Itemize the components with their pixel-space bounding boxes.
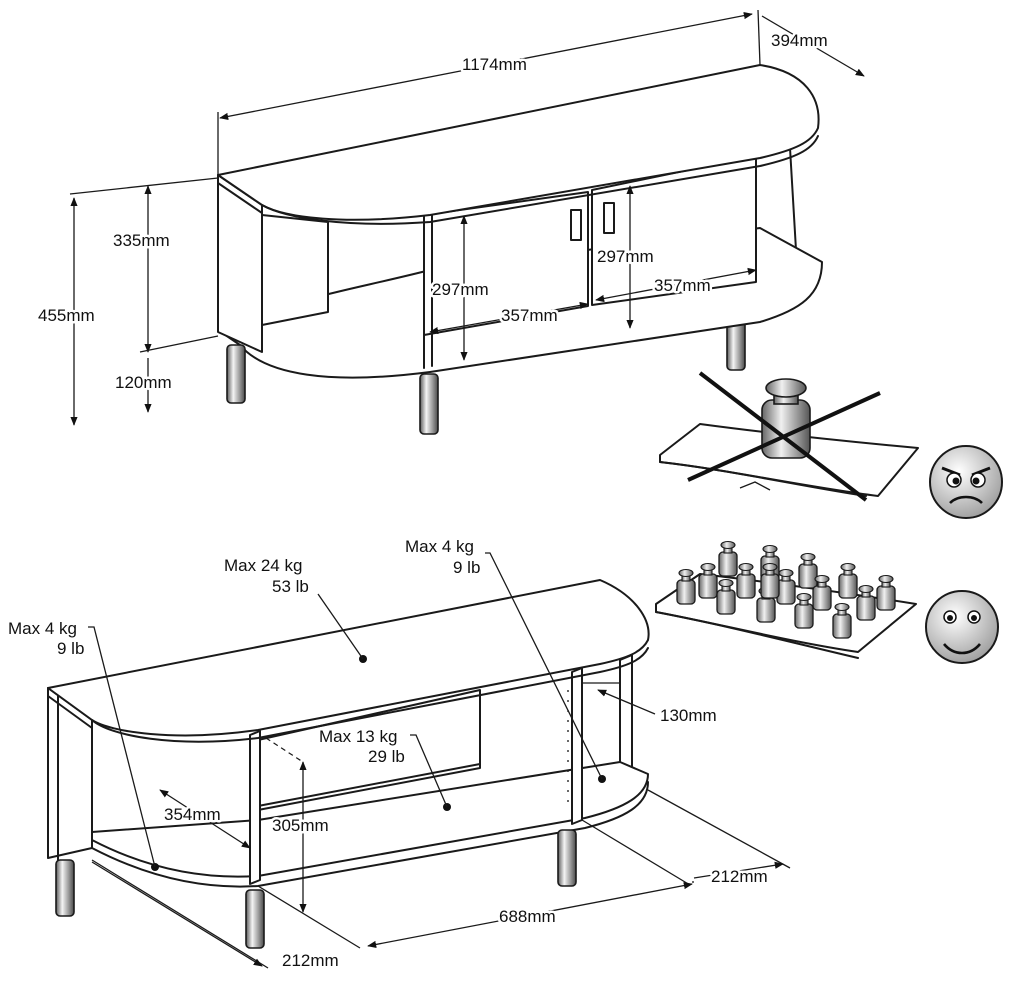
small-weight-icon xyxy=(812,574,832,611)
distributed-load-ok xyxy=(655,540,999,664)
rear-labels: Max 24 kg 53 lb Max 4 kg 9 lb Max 4 kg 9… xyxy=(6,535,771,973)
rear-left-divider xyxy=(249,730,261,885)
dim-end-width-right-label: 212mm xyxy=(711,867,768,886)
rear-leg-center xyxy=(245,889,265,949)
cabinet-front-view xyxy=(217,64,823,435)
dim-total-height-label: 455mm xyxy=(38,306,95,325)
smiley-face-icon xyxy=(925,590,999,664)
dim-door-height-left-label: 297mm xyxy=(432,280,489,299)
dim-door-width-left-label: 357mm xyxy=(501,306,558,325)
small-weight-icon xyxy=(718,540,738,577)
dim-door-width-right-label: 357mm xyxy=(654,276,711,295)
left-compartment-back xyxy=(261,214,329,326)
small-weight-icon xyxy=(856,584,876,621)
dim-inner-width-center-label: 688mm xyxy=(499,907,556,926)
small-weight-icon xyxy=(798,552,818,589)
dim-leg-height-label: 120mm xyxy=(115,373,172,392)
small-weight-icon xyxy=(776,568,796,605)
heavy-weight-icon xyxy=(761,378,811,459)
dim-end-width-left-label: 212mm xyxy=(282,951,339,970)
point-load-warning xyxy=(659,371,1003,519)
load-center-kg: Max 13 kg xyxy=(319,727,397,746)
load-right-lb: 9 lb xyxy=(453,558,480,577)
dim-depth-label: 394mm xyxy=(771,31,828,50)
small-weight-icon xyxy=(832,602,852,639)
dim-body-height-label: 335mm xyxy=(113,231,170,250)
load-top-kg: Max 24 kg xyxy=(224,556,302,575)
small-weight-icon xyxy=(838,562,858,599)
load-center-lb: 29 lb xyxy=(368,747,405,766)
small-weight-icon xyxy=(876,574,896,611)
door-handle-left xyxy=(570,209,582,241)
rear-right-divider xyxy=(571,667,583,825)
small-weight-icon xyxy=(698,562,718,599)
load-left-kg: Max 4 kg xyxy=(8,619,77,638)
dim-shelf-depth-label: 130mm xyxy=(660,706,717,725)
door-handle-right xyxy=(603,202,615,234)
rear-leg-right xyxy=(557,829,577,887)
front-dimension-lines xyxy=(69,9,865,426)
dim-inner-height-label: 305mm xyxy=(272,816,329,835)
cross-line-2 xyxy=(687,391,881,482)
small-weight-icon xyxy=(794,592,814,629)
rear-top-panel xyxy=(47,579,650,737)
front-dimension-labels: 1174mm 394mm 455mm 335mm 120mm 297mm 357… xyxy=(36,29,831,395)
load-top-lb: 53 lb xyxy=(272,577,309,596)
cabinet-rear-view xyxy=(47,579,650,949)
small-weight-icon xyxy=(716,578,736,615)
small-weight-icon xyxy=(736,562,756,599)
dim-width-label: 1174mm xyxy=(462,55,527,74)
load-pointers xyxy=(88,552,606,871)
dim-inner-width-left-label: 354mm xyxy=(164,805,221,824)
leg-front-left xyxy=(226,344,246,404)
angry-face-icon xyxy=(929,445,1003,519)
leg-front-center xyxy=(419,373,439,435)
small-weights-group xyxy=(676,540,896,639)
rear-leg-left xyxy=(55,859,75,917)
small-weight-icon xyxy=(676,568,696,605)
dim-door-height-right-label: 297mm xyxy=(597,247,654,266)
small-weight-icon xyxy=(760,562,780,599)
load-left-lb: 9 lb xyxy=(57,639,84,658)
load-right-kg: Max 4 kg xyxy=(405,537,474,556)
rear-dimension-lines xyxy=(91,682,791,969)
